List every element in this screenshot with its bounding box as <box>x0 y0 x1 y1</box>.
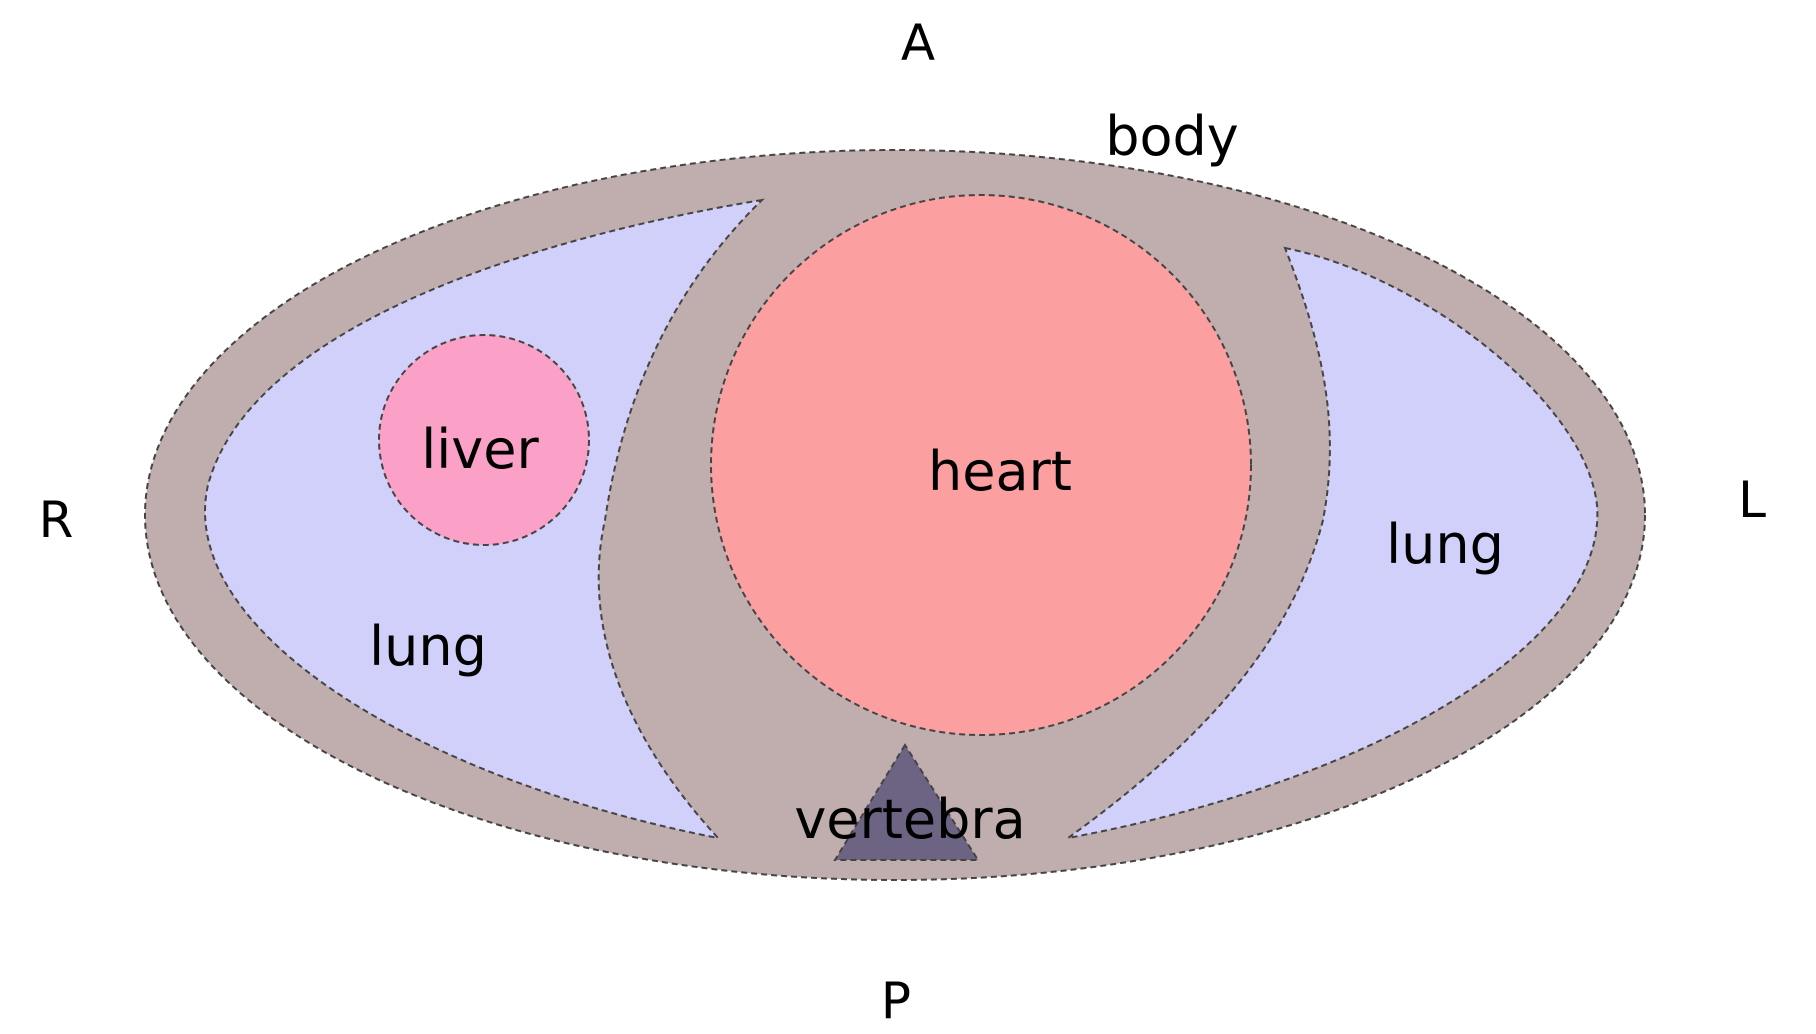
posterior-label: P <box>881 972 911 1030</box>
heart-label: heart <box>928 440 1072 503</box>
right-lung-label: lung <box>369 615 487 678</box>
left-lung-label: lung <box>1386 513 1504 576</box>
vertebra-label: vertebra <box>794 788 1025 851</box>
body-label: body <box>1105 105 1239 168</box>
right-label: R <box>39 491 74 549</box>
vertebra-shape <box>833 743 980 861</box>
left-label: L <box>1738 471 1766 529</box>
liver-shape <box>378 334 590 546</box>
left-lung-shape <box>1067 246 1599 839</box>
heart-shape <box>710 194 1252 736</box>
liver-label: liver <box>421 418 539 481</box>
anterior-label: A <box>901 14 935 72</box>
